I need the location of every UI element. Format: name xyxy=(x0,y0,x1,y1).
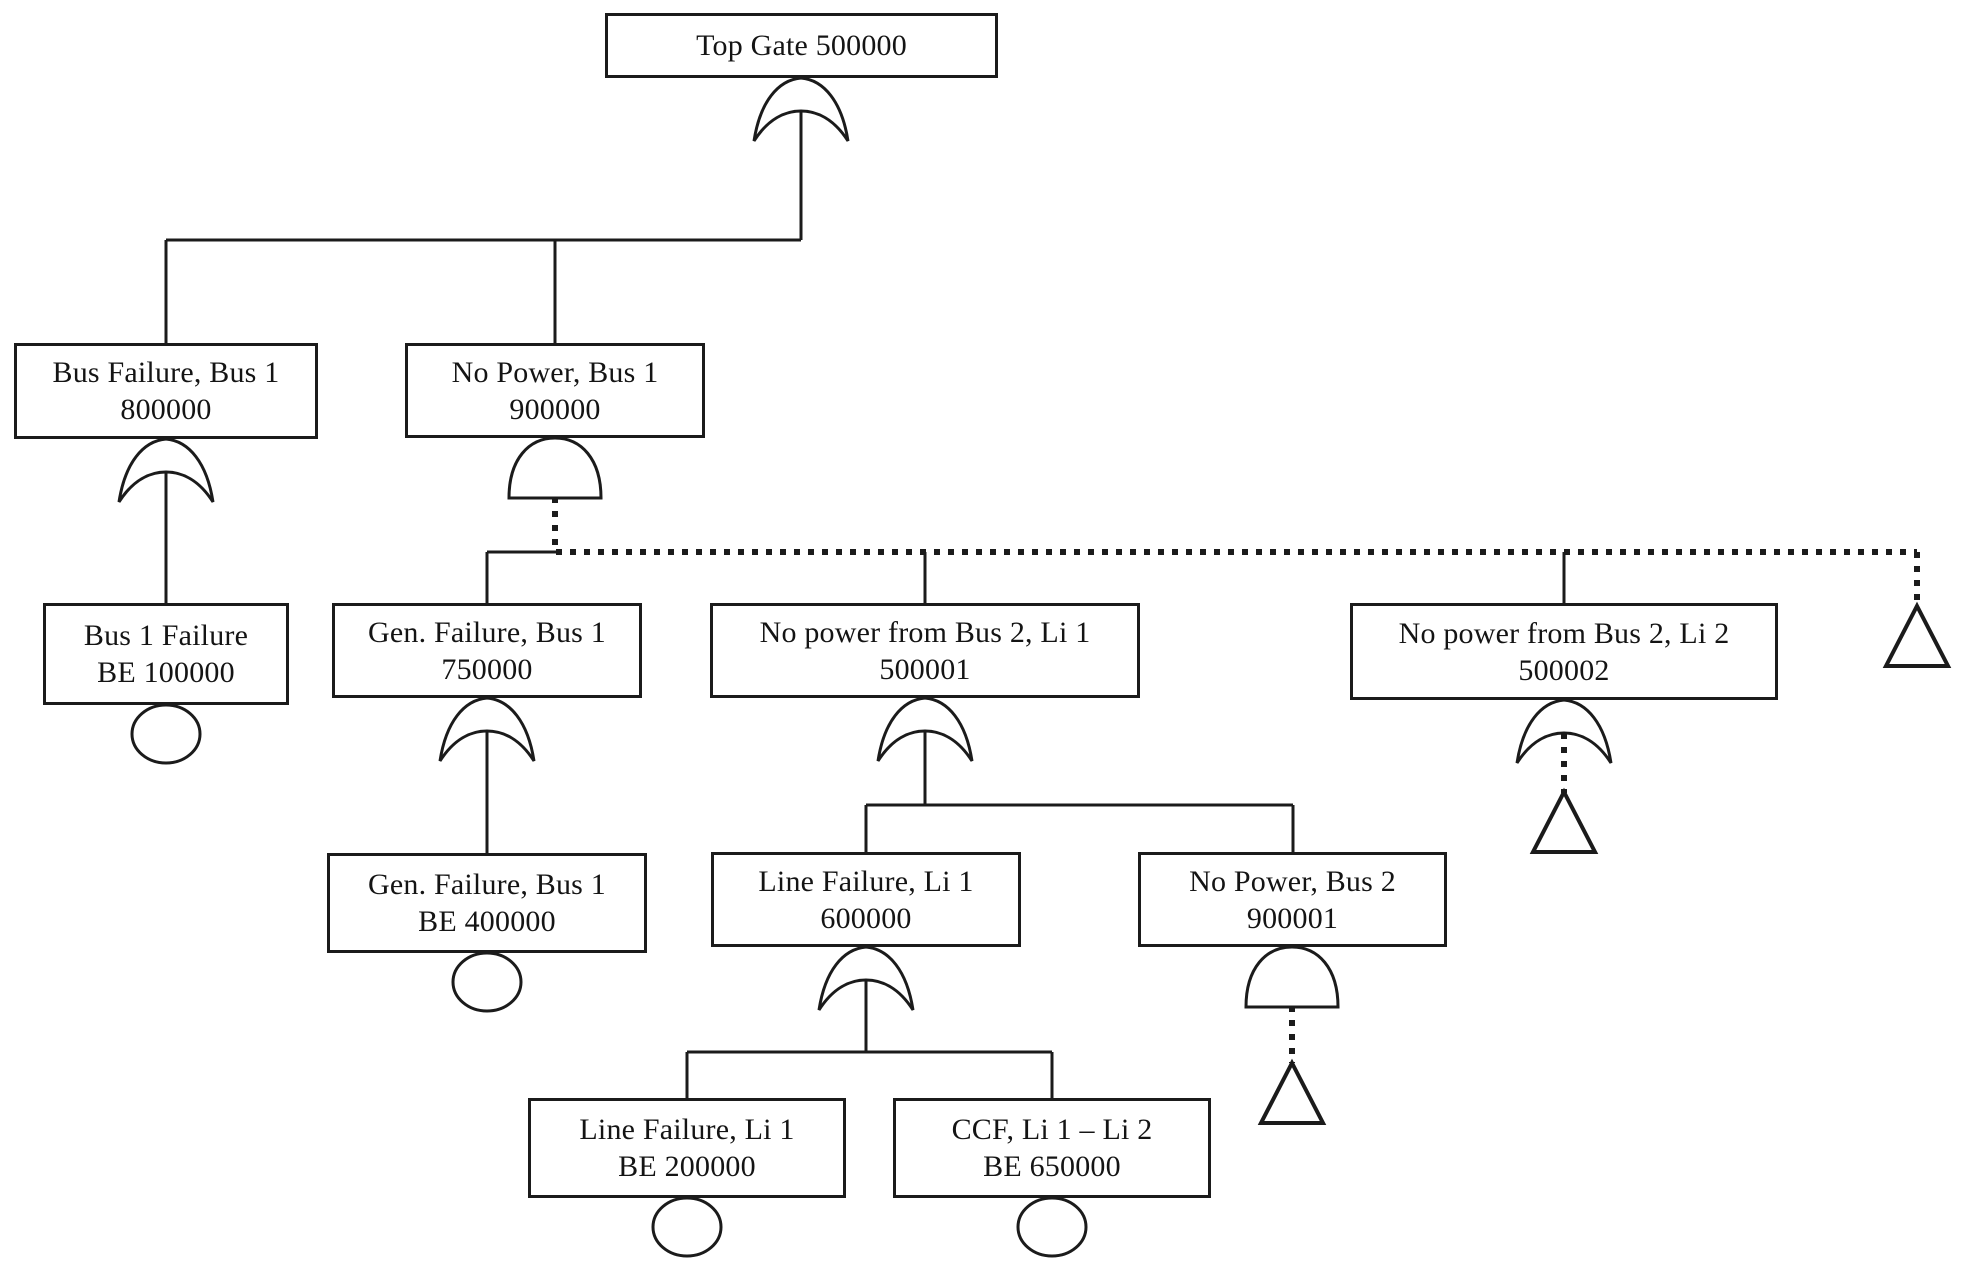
node-id: 800000 xyxy=(120,393,212,426)
node-line-failure-li1-be: Line Failure, Li 1 BE 200000 xyxy=(528,1098,846,1198)
node-label: Line Failure, Li 1 xyxy=(579,1113,795,1146)
node-no-power-from-bus2-li2: No power from Bus 2, Li 2 500002 xyxy=(1350,603,1778,700)
solid-connector-lines xyxy=(164,111,1566,1098)
node-label: No Power, Bus 2 xyxy=(1189,864,1396,898)
gen-failure-basic-event-icon xyxy=(451,951,523,1013)
node-id: 900000 xyxy=(509,392,601,426)
node-id: 500002 xyxy=(1518,653,1610,687)
bus2-li2-or-icon xyxy=(1515,698,1613,765)
node-label: No power from Bus 2, Li 1 xyxy=(759,615,1091,649)
dotted-connector-lines xyxy=(552,497,1920,1063)
node-label: No Power, Bus 1 xyxy=(451,355,659,389)
node-label: Gen. Failure, Bus 1 xyxy=(368,615,606,649)
no-power-bus2-and-icon xyxy=(1244,945,1340,1009)
node-no-power-bus1: No Power, Bus 1 900000 xyxy=(405,343,705,438)
node-ccf-li1-li2: CCF, Li 1 – Li 2 BE 650000 xyxy=(893,1098,1211,1198)
node-bus-failure-bus1: Bus Failure, Bus 1 800000 xyxy=(14,343,318,439)
node-gen-failure-bus1-be: Gen. Failure, Bus 1 BE 400000 xyxy=(327,853,647,953)
no-power-bus1-and-icon xyxy=(507,436,603,500)
node-label: Bus 1 Failure xyxy=(83,619,249,652)
node-id: 500001 xyxy=(879,652,971,686)
node-no-power-bus2: No Power, Bus 2 900001 xyxy=(1138,852,1447,947)
node-line-failure-li1: Line Failure, Li 1 600000 xyxy=(711,852,1021,947)
node-label: CCF, Li 1 – Li 2 xyxy=(951,1113,1153,1146)
node-label: Bus Failure, Bus 1 xyxy=(52,356,280,389)
li2-transfer-triangle-icon xyxy=(1531,790,1597,854)
ccf-basic-event-icon xyxy=(1016,1196,1088,1258)
node-no-power-from-bus2-li1: No power from Bus 2, Li 1 500001 xyxy=(710,603,1140,698)
node-label: Line Failure, Li 1 xyxy=(758,864,974,898)
node-gen-failure-bus1: Gen. Failure, Bus 1 750000 xyxy=(332,603,642,698)
rail-transfer-triangle-icon xyxy=(1884,604,1950,668)
node-id: BE 100000 xyxy=(97,656,235,689)
node-id: BE 200000 xyxy=(618,1150,756,1183)
node-id: BE 400000 xyxy=(418,905,556,938)
node-id: 600000 xyxy=(820,901,912,935)
node-id: 750000 xyxy=(441,652,533,686)
node-label: No power from Bus 2, Li 2 xyxy=(1398,616,1730,650)
node-id: 900001 xyxy=(1246,901,1339,935)
node-id: BE 650000 xyxy=(983,1150,1121,1183)
node-top-gate: Top Gate 500000 xyxy=(605,13,998,78)
node-label: Top Gate 500000 xyxy=(696,29,907,62)
node-bus1-failure: Bus 1 Failure BE 100000 xyxy=(43,603,289,705)
bus1-failure-basic-event-icon xyxy=(130,703,202,765)
node-label: Gen. Failure, Bus 1 xyxy=(368,868,606,901)
line-failure-basic-event-icon xyxy=(651,1196,723,1258)
bus2-transfer-triangle-icon xyxy=(1259,1061,1325,1125)
